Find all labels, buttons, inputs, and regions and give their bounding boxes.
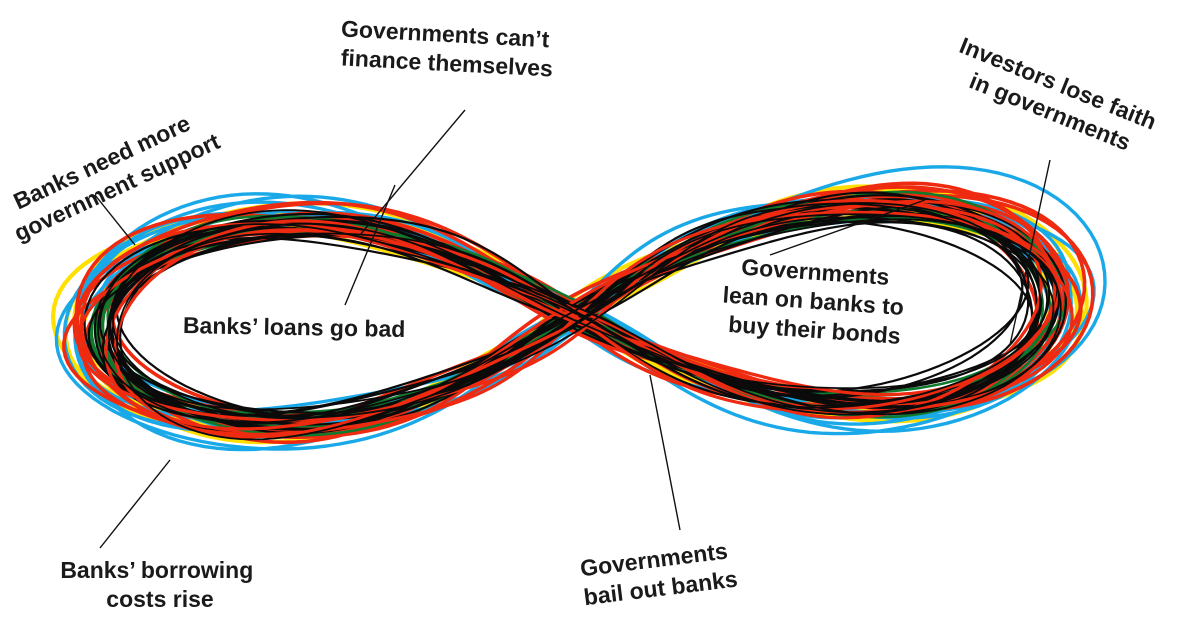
leader-line-governments-lean-on-banks <box>769 199 926 256</box>
label-banks-borrowing-costs: Banks’ borrowing costs rise <box>60 557 259 612</box>
leader-line-banks-borrowing-costs <box>99 459 171 549</box>
loop-strand <box>104 203 1043 436</box>
leader-line-governments-cant-finance <box>359 109 466 236</box>
loop-strand <box>112 202 1042 420</box>
loop-strand <box>97 216 1055 424</box>
loop-strand <box>107 218 1062 419</box>
leader-line-banks-need-support <box>94 194 136 246</box>
label-banks-loans-go-bad: Banks’ loans go bad <box>183 312 406 342</box>
loop-strand <box>116 202 1048 441</box>
leader-line-governments-bail-out <box>649 374 681 531</box>
infinity-loop-strands <box>51 165 1107 452</box>
loop-strand <box>80 198 1074 439</box>
leader-line-investors-lose-faith <box>1009 159 1051 346</box>
label-governments-lean-on-banks: Governments lean on banks to buy their b… <box>720 252 913 349</box>
leader-line-banks-loans-bad <box>344 184 396 306</box>
label-governments-cant-finance: Governments can’t finance themselves <box>339 15 556 81</box>
label-governments-bail-out: Governments bail out banks <box>579 537 739 610</box>
leader-lines <box>94 109 1051 549</box>
label-investors-lose-faith: Investors lose faith in governments <box>945 32 1166 164</box>
